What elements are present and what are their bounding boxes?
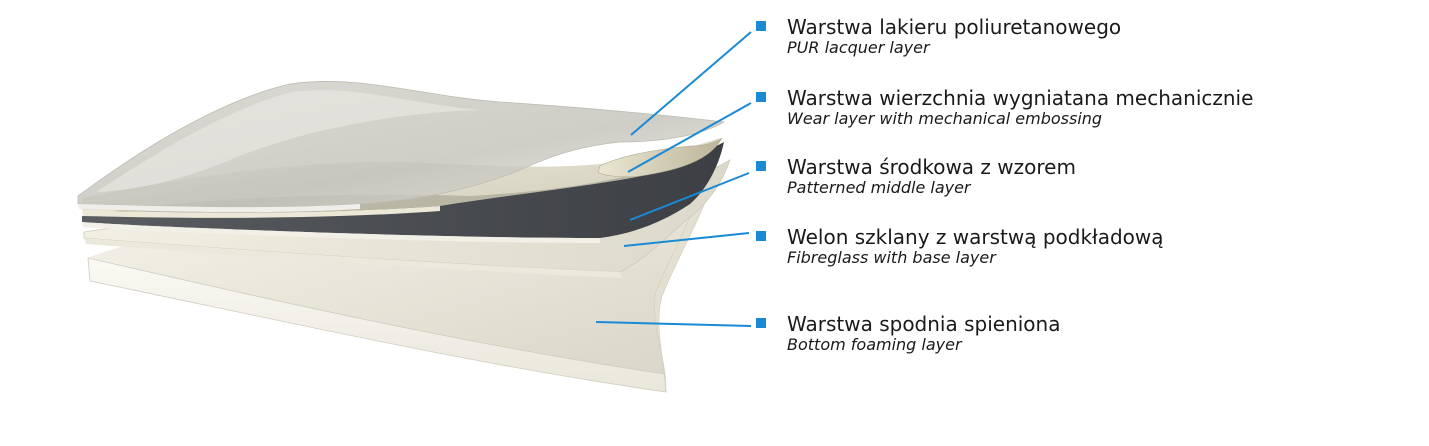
leader-line-pur-lacquer bbox=[630, 31, 752, 136]
bullet-square-icon bbox=[756, 21, 766, 31]
fibreglass-edge bbox=[84, 238, 622, 278]
foam-right-edge bbox=[654, 187, 707, 393]
label-bottom-foaming: Warstwa spodnia spieniona Bottom foaming… bbox=[756, 312, 1407, 354]
layer-name-pl: Warstwa środkowa z wzorem bbox=[787, 155, 1076, 179]
leader-line-wear-layer bbox=[627, 102, 752, 173]
wear-layer-curl bbox=[597, 137, 723, 178]
label-pur-lacquer: Warstwa lakieru poliuretanowego PUR lacq… bbox=[756, 15, 1407, 57]
pattern-edge bbox=[82, 222, 600, 243]
layer-name-pl: Warstwa spodnia spieniona bbox=[787, 312, 1061, 336]
leader-line-patterned-middle bbox=[629, 172, 750, 221]
lacquer-highlight bbox=[96, 90, 480, 192]
layer-name-en: Fibreglass with base layer bbox=[787, 248, 996, 267]
layer-name-en: Bottom foaming layer bbox=[787, 335, 962, 354]
layer-name-en: Wear layer with mechanical embossing bbox=[787, 109, 1103, 128]
layer-name-pl: Warstwa wierzchnia wygniatana mechaniczn… bbox=[787, 86, 1254, 110]
bullet-square-icon bbox=[756, 161, 766, 171]
leader-line-bottom-foaming bbox=[595, 321, 752, 327]
bullet-square-icon bbox=[756, 231, 766, 241]
leader-line-fibreglass bbox=[623, 232, 750, 247]
bullet-square-icon bbox=[756, 92, 766, 102]
label-fibreglass: Welon szklany z warstwą podkładową Fibre… bbox=[756, 225, 1407, 267]
label-wear-layer: Warstwa wierzchnia wygniatana mechaniczn… bbox=[756, 86, 1407, 128]
layer-name-pl: Warstwa lakieru poliuretanowego bbox=[787, 15, 1122, 39]
bullet-square-icon bbox=[756, 318, 766, 328]
layer-name-pl: Welon szklany z warstwą podkładową bbox=[787, 225, 1164, 249]
leader-lines bbox=[595, 31, 752, 327]
lacquer-edge bbox=[78, 204, 360, 213]
wear-layer-edge bbox=[82, 206, 440, 218]
label-patterned-middle: Warstwa środkowa z wzorem Patterned midd… bbox=[756, 155, 1407, 197]
layer-name-en: PUR lacquer layer bbox=[787, 38, 930, 57]
layer-name-en: Patterned middle layer bbox=[787, 178, 971, 197]
